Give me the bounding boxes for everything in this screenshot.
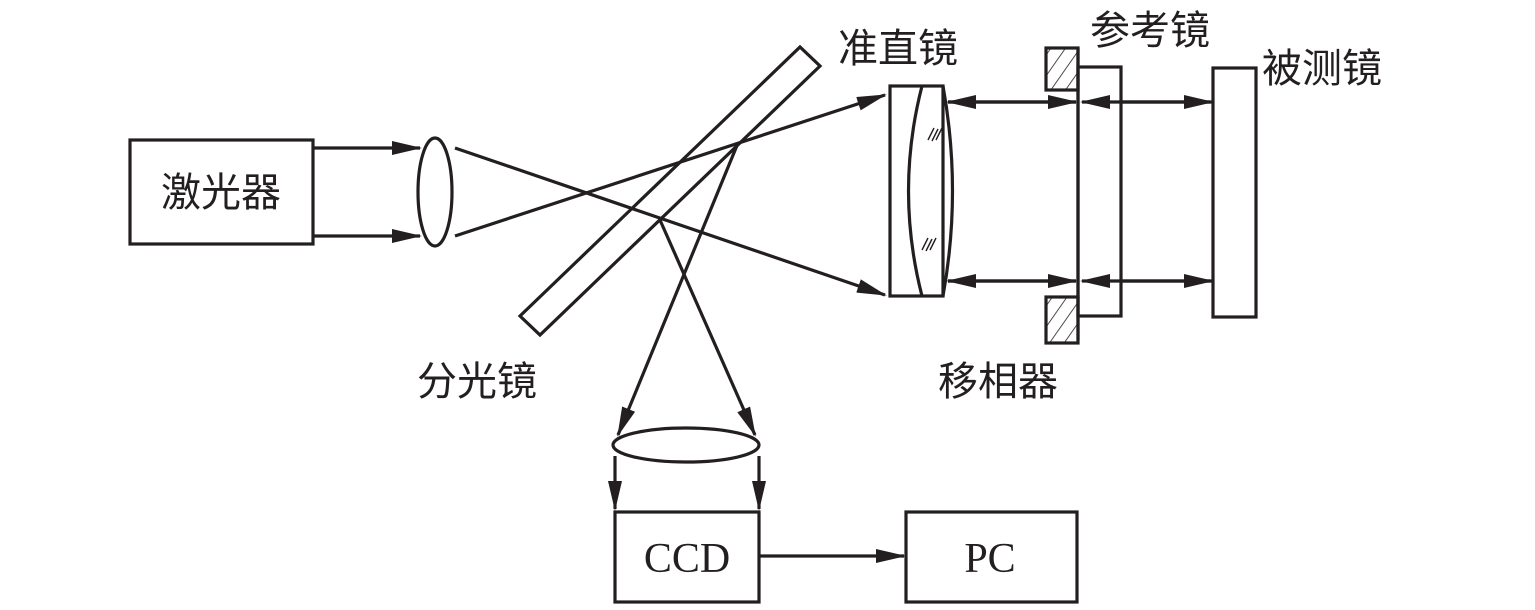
pc: PC [904,510,1079,604]
laser: 激光器 [128,138,315,246]
beam-splitter [517,44,823,338]
collimator-frame [888,84,945,298]
ccd-label: CCD [644,536,730,582]
reference-mirror: 参考镜 [1076,8,1210,340]
beam-splitter-label: 分光镜 [417,359,537,405]
collimator-lens-left-surface [906,85,924,297]
test-mirror-label: 被测镜 [1262,46,1382,92]
reference-mirror-label: 参考镜 [1090,8,1210,54]
reflected-beam-right [658,219,757,437]
reference-mirror-plate [1076,65,1123,318]
reflected-beam-left [616,142,740,437]
imaging-lens [611,426,761,464]
beam-diverging-upper [454,93,887,238]
beam-diverging-lower [454,146,887,297]
collimator-lens-right-surface [941,85,955,297]
ccd-box [613,510,761,604]
phase-shifter: 移相器 [938,46,1080,405]
phase-shifter-block-top [1044,46,1080,92]
test-mirror: 被测镜 [1211,46,1382,319]
expander-lens [416,136,454,248]
phase-shifter-label: 移相器 [938,359,1058,405]
pc-label: PC [964,536,1015,582]
collimator: 准直镜 [838,26,958,298]
test-mirror-plate [1211,66,1258,319]
glass-hatch-marks [921,127,943,252]
pc-box [904,510,1079,604]
laser-box [128,138,315,246]
laser-label: 激光器 [161,170,281,216]
ccd: CCD [613,510,761,604]
collimator-label: 准直镜 [838,26,958,72]
phase-shifter-block-bottom [1044,295,1080,345]
